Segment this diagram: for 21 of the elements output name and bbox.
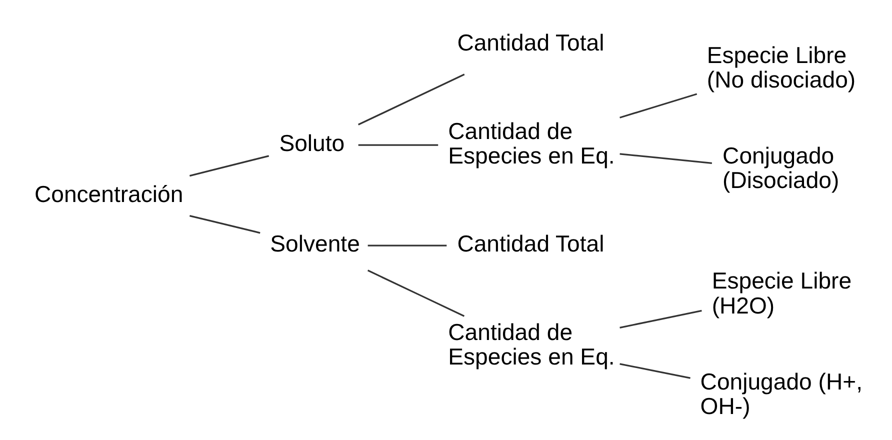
node-text: Cantidad de Especies en Eq. bbox=[448, 318, 614, 370]
node-text: Concentración bbox=[34, 181, 183, 208]
connector bbox=[619, 93, 697, 118]
connector bbox=[366, 270, 464, 317]
connector bbox=[367, 244, 446, 246]
node-text: Especie Libre (No disociado) bbox=[706, 42, 856, 93]
node-text: Soluto bbox=[278, 130, 344, 156]
node-text: Especie Libre (H2O) bbox=[711, 268, 852, 318]
connector bbox=[358, 144, 438, 146]
connector bbox=[188, 214, 260, 234]
node-text: Cantidad de Especies en Eq. bbox=[448, 118, 614, 168]
connector bbox=[619, 153, 712, 164]
node-text: Cantidad Total bbox=[456, 230, 604, 257]
node-text: Conjugado (Disociado) bbox=[722, 142, 839, 194]
node-text: Cantidad Total bbox=[456, 30, 604, 56]
connector bbox=[188, 155, 269, 177]
connector bbox=[619, 310, 702, 328]
node-text: Solvente bbox=[270, 230, 360, 257]
connector bbox=[619, 363, 690, 379]
node-text: Conjugado (H+, OH-) bbox=[700, 368, 862, 419]
connector bbox=[357, 74, 464, 126]
